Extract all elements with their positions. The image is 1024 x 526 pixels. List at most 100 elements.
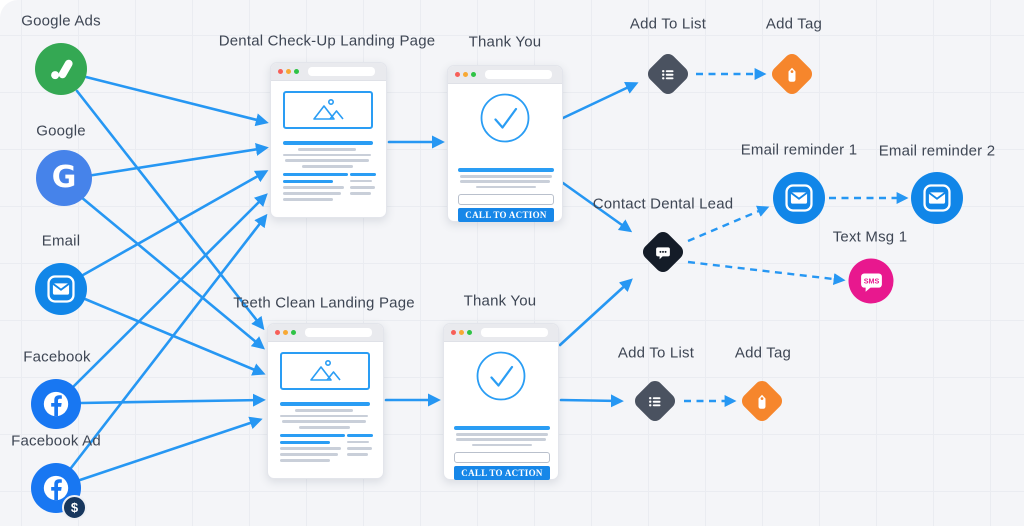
label-add-to-list-2: Add To List [617,344,695,362]
node-add-tag-2[interactable] [738,377,786,425]
window-dot-green-icon [294,69,299,74]
skeleton-line [460,180,550,183]
tag-icon [788,67,796,82]
window-dot-red-icon [451,330,456,335]
node-google[interactable]: G [36,150,92,206]
dental-landing-page-window[interactable] [270,62,387,218]
connector-solid [84,75,269,127]
label-add-to-list-1: Add To List [629,15,707,33]
skeleton-line [283,153,371,156]
skeleton-line [347,453,368,456]
skeleton-line [460,175,552,178]
label-text-msg-1: Text Msg 1 [832,228,908,246]
skeleton-line [350,192,371,195]
label-add-tag-2: Add Tag [734,344,792,362]
teeth-clean-landing-page-window[interactable] [267,323,384,479]
connector-solid [83,297,266,376]
skeleton-line [283,186,344,189]
skeleton-line [350,173,376,176]
connector-solid [559,394,624,408]
label-facebook: Facebook [23,348,91,366]
facebook-icon [43,391,69,417]
node-add-tag-1[interactable] [768,50,816,98]
label-email-reminder-2: Email reminder 2 [878,142,996,160]
address-bar [305,328,372,337]
address-bar [485,70,552,79]
node-facebook[interactable] [31,379,81,429]
skeleton-line [476,185,536,188]
google-ads-icon [51,59,73,80]
thank-you-content: CALL TO ACTION [444,342,558,480]
form-input-field[interactable] [454,452,550,463]
connector-solid [81,170,269,277]
hero-image-placeholder [280,352,370,390]
skeleton-line [283,192,341,195]
connector-dashed [687,205,770,243]
node-add-to-list-1[interactable] [644,50,692,98]
connector-solid [69,213,268,470]
skeleton-line [282,420,366,423]
browser-header [268,324,383,342]
connector-solid [85,142,269,178]
window-dot-green-icon [291,330,296,335]
label-facebook-ad: Facebook Ad [11,432,101,450]
skeleton-line [283,173,348,176]
window-dot-yellow-icon [459,330,464,335]
node-add-to-list-2[interactable] [631,377,679,425]
label-contact-dental-lead: Contact Dental Lead [592,195,734,213]
skeleton-line [302,165,353,168]
skeleton-line [456,438,546,441]
landing-page-content [268,342,383,478]
skeleton-line [347,440,369,443]
call-to-action-button[interactable]: CALL TO ACTION [458,208,554,222]
skeleton-line [350,186,375,189]
connector-solid [72,193,268,388]
node-google-ads[interactable] [35,43,87,95]
thank-you-content: CALL TO ACTION [448,84,562,222]
thank-you-window-1[interactable]: CALL TO ACTION [447,65,563,222]
form-input-field[interactable] [458,194,554,205]
image-mountain-icon [310,359,341,381]
skeleton-line [283,198,333,201]
connector-solid [79,393,266,407]
connector-dashed [687,260,846,285]
skeleton-line [458,168,554,172]
title-teeth-clean-landing-page: Teeth Clean Landing Page [233,294,415,312]
node-email-reminder-2[interactable] [911,172,963,224]
dollar-badge-icon: $ [62,495,87,520]
window-dot-yellow-icon [286,69,291,74]
browser-header [444,324,558,342]
thank-you-window-2[interactable]: CALL TO ACTION [443,323,559,480]
node-email-reminder-1[interactable] [773,172,825,224]
skeleton-line [347,434,373,437]
mail-icon [923,184,951,212]
address-bar [481,328,548,337]
node-facebook-ad[interactable]: $ [31,463,87,520]
address-bar [308,67,375,76]
check-circle-icon [475,350,527,407]
node-email[interactable] [35,263,87,315]
skeleton-line [454,426,550,430]
list-icon [662,69,674,79]
sms-bubble-icon: SMS [860,273,882,292]
skeleton-line [280,402,370,406]
window-dot-red-icon [278,69,283,74]
node-contact-dental-lead[interactable] [639,228,687,276]
connector-solid [561,82,639,120]
sms-text: SMS [863,276,879,285]
node-text-msg-1[interactable]: SMS [848,258,894,304]
call-to-action-button[interactable]: CALL TO ACTION [454,466,550,480]
window-dot-green-icon [467,330,472,335]
hero-image-placeholder [283,91,373,129]
window-dot-yellow-icon [283,330,288,335]
check-circle-icon [479,92,531,149]
window-dot-red-icon [275,330,280,335]
title-thank-you-1: Thank You [468,33,542,51]
skeleton-line [283,141,373,145]
label-google-ads: Google Ads [21,12,101,30]
connector-solid [558,278,633,347]
skeleton-line [298,148,356,151]
window-dot-yellow-icon [463,72,468,77]
skeleton-line [280,447,341,450]
